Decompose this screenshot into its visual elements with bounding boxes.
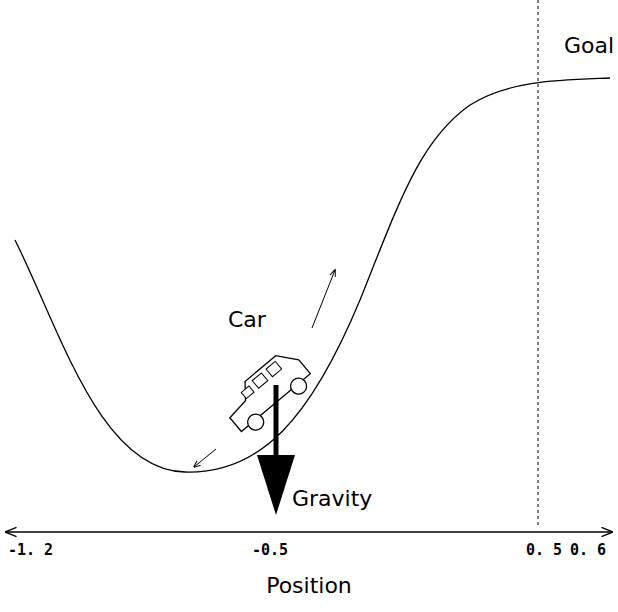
axis-tick-label: -1. 2 — [8, 542, 53, 559]
gravity-arrow-shaft — [274, 385, 279, 458]
motion-arrow — [312, 270, 335, 328]
axis-tick-label: 0. 6 — [570, 542, 606, 559]
gravity-label: Gravity — [292, 487, 372, 511]
goal-line — [538, 0, 539, 528]
gravity-arrow-head — [257, 455, 295, 515]
car-figure — [218, 346, 317, 439]
car-label: Car — [228, 308, 266, 332]
goal-label: Goal — [564, 34, 614, 58]
axis-title: Position — [266, 574, 352, 598]
position-axis — [6, 531, 612, 532]
motion-arrow — [194, 449, 216, 467]
axis-tick-label: 0. 5 — [526, 542, 562, 559]
axis-tick-label: -0.5 — [252, 542, 288, 559]
hill-curve — [15, 78, 610, 472]
